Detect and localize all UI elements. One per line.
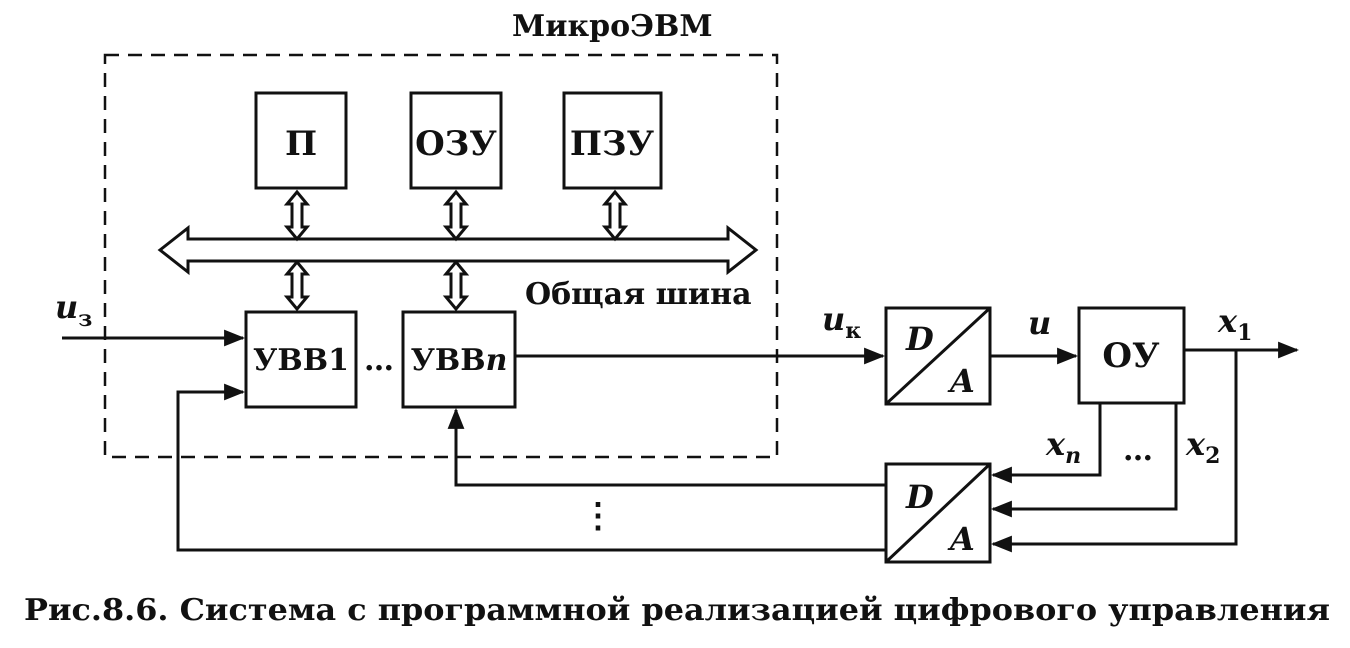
feedback-xn-line <box>990 403 1102 484</box>
bus-connector-uvvn <box>442 259 470 312</box>
control-signal-label: uк <box>822 300 861 344</box>
state-xn-main: x <box>1045 425 1066 463</box>
feedback-x1-line <box>990 350 1238 553</box>
adc-diagonal <box>884 462 992 564</box>
state-x2-label: x2 <box>1185 425 1220 469</box>
bus-connector-ozu <box>442 189 470 242</box>
dac-label-d: D <box>905 320 934 358</box>
processor-label: П <box>285 124 317 164</box>
bus-connectors <box>283 189 629 312</box>
common-bus-label: Общая шина <box>525 277 752 312</box>
output-x1-sub: 1 <box>1237 320 1252 346</box>
setpoint-signal-sub: з <box>78 306 92 332</box>
state-x2-sub: 2 <box>1205 443 1220 469</box>
control-signal-sub: к <box>845 318 861 344</box>
state-xn-sub: n <box>1065 443 1081 469</box>
feedback-to-uvv1-line <box>176 383 886 552</box>
control-object-label: ОУ <box>1102 336 1160 376</box>
adc-label-d: D <box>905 478 934 516</box>
connections <box>62 329 1300 553</box>
plant-input-label: u <box>1028 304 1051 342</box>
state-xn-label: xn <box>1045 425 1081 469</box>
setpoint-signal-main: u <box>55 288 78 326</box>
figure-caption: Рис.8.6. Система с программной реализаци… <box>24 593 1330 628</box>
io-device-1-label: УВВ1 <box>253 343 349 378</box>
control-object-block <box>1077 306 1186 405</box>
control-signal-main: u <box>822 300 845 338</box>
rom-label: ПЗУ <box>570 124 655 164</box>
state-ellipsis: … <box>1123 433 1153 468</box>
ram-block <box>409 91 503 190</box>
io-device-1-block <box>244 310 358 409</box>
dac-diagonal <box>884 306 992 406</box>
io-device-n-block <box>401 310 517 409</box>
ram-label: ОЗУ <box>415 124 497 164</box>
io-device-n-label: УВВn <box>411 343 508 378</box>
microcomputer-label: МикроЭВМ <box>512 9 713 44</box>
io-device-n-suffix: n <box>486 343 508 378</box>
common-bus <box>157 224 759 276</box>
bus-connector-pzu <box>601 189 629 242</box>
output-x1-label: x1 <box>1217 302 1252 346</box>
feedback-ellipsis: ⋮ <box>581 496 615 536</box>
dac-label-a: A <box>947 362 975 400</box>
feedback-x2-line <box>990 403 1178 518</box>
output-x1-main: x <box>1217 302 1238 340</box>
setpoint-signal-label: uз <box>55 288 92 332</box>
state-x2-main: x <box>1185 425 1206 463</box>
microcomputer-boundary <box>103 53 779 459</box>
io-device-n-prefix: УВВ <box>411 343 486 378</box>
processor-block <box>254 91 348 190</box>
io-devices-ellipsis: … <box>364 343 394 378</box>
feedback-to-uvvn-line <box>447 407 886 487</box>
adc-label-a: A <box>947 520 975 558</box>
bus-connector-p <box>283 189 311 242</box>
bus-connector-uvv1 <box>283 259 311 312</box>
rom-block <box>562 91 663 190</box>
